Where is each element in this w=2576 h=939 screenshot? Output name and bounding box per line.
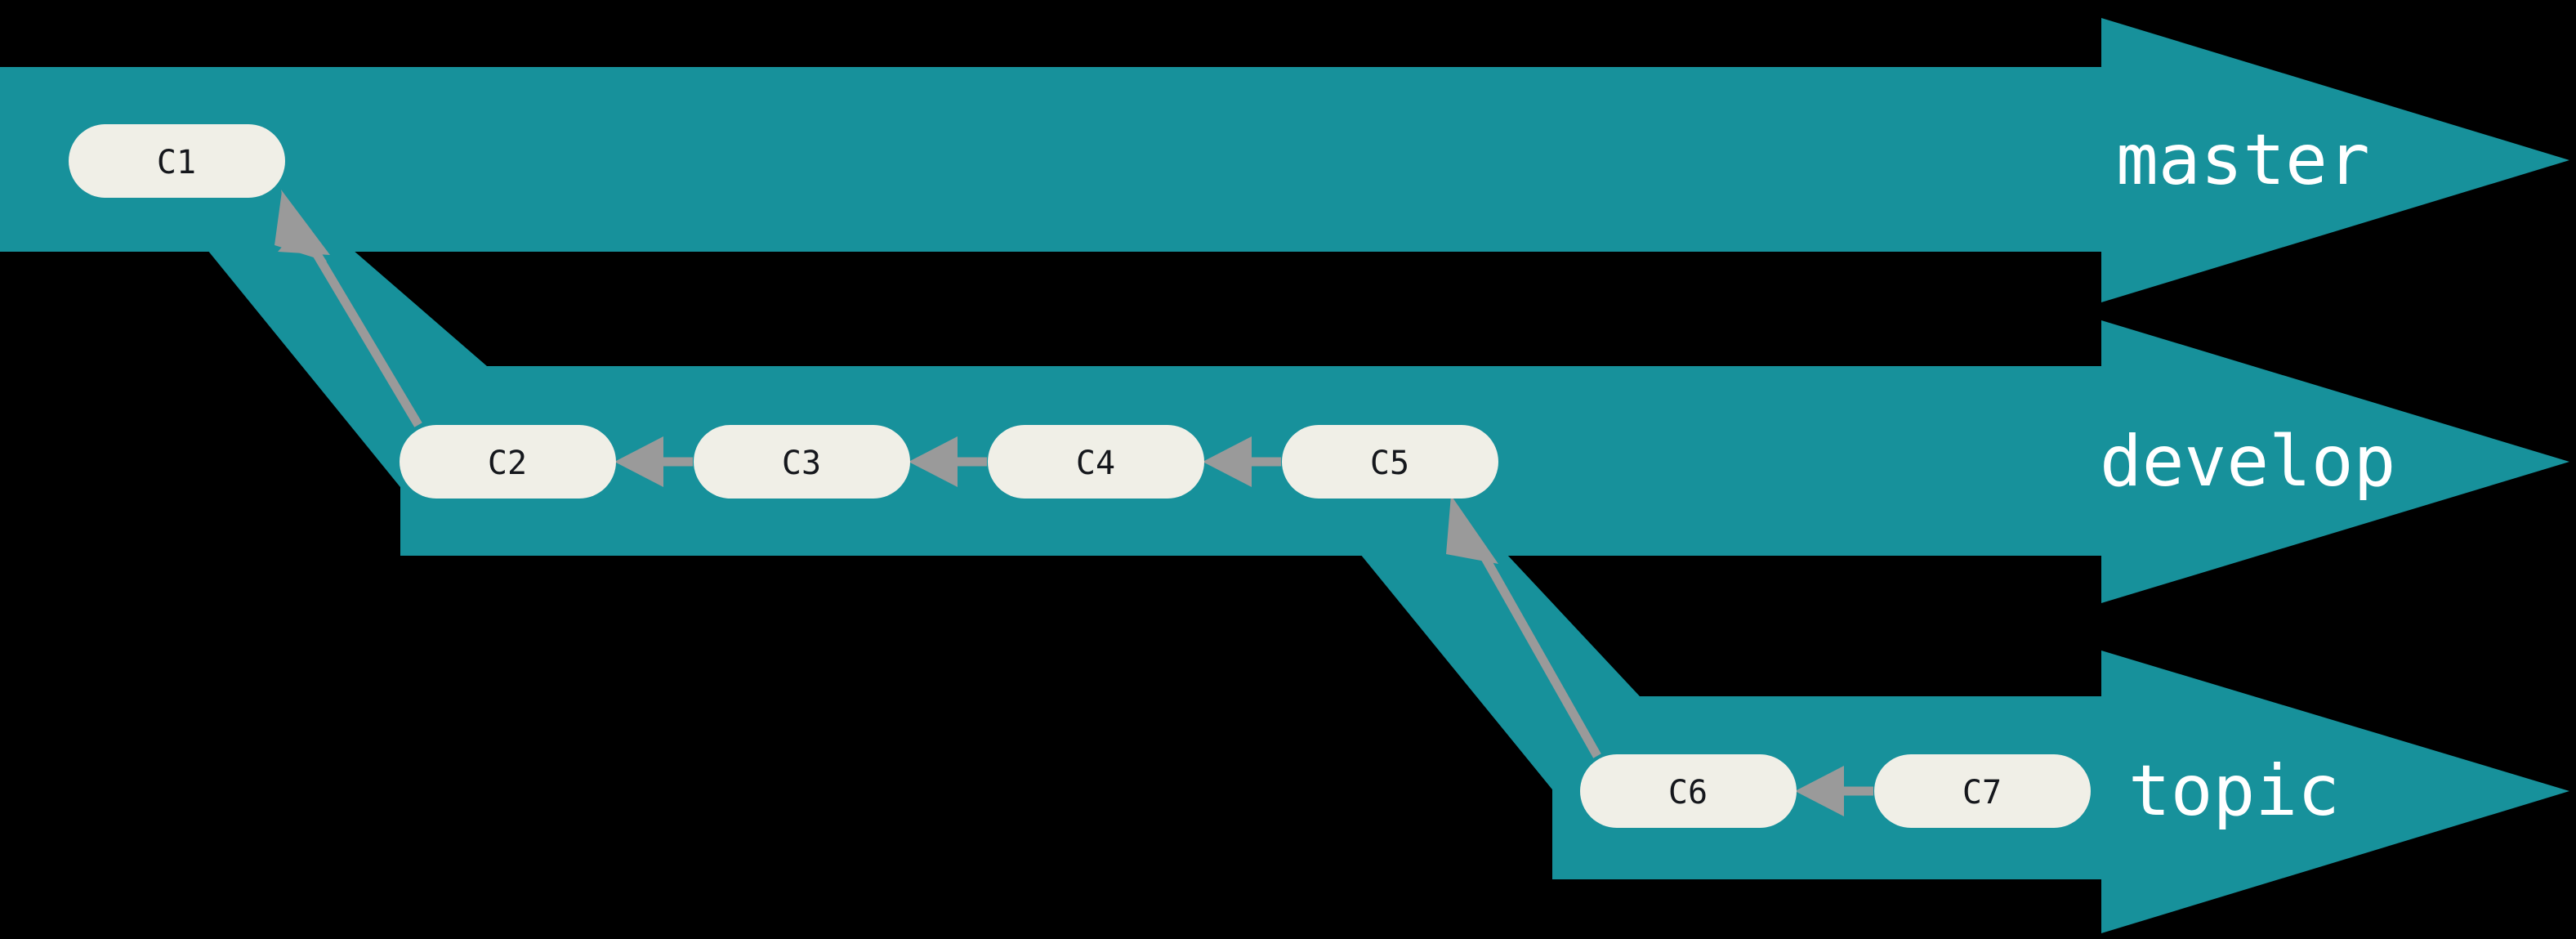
edge-c4-to-c3 bbox=[909, 436, 987, 487]
edge-c6-to-c5-arrowhead bbox=[1446, 495, 1498, 564]
commit-node-c5[interactable]: C5 bbox=[1282, 425, 1498, 499]
commit-node-c3-shape bbox=[694, 425, 910, 499]
commit-node-c1-shape bbox=[69, 124, 285, 198]
branch-label-topic: topic bbox=[2128, 750, 2340, 832]
commit-node-c3-label: C3 bbox=[782, 445, 821, 482]
branch-band-master-shape bbox=[0, 18, 2569, 302]
edge-c2-to-c1 bbox=[275, 190, 422, 427]
commit-node-c3[interactable]: C3 bbox=[694, 425, 910, 499]
edge-c5-to-c4-arrowhead bbox=[1203, 436, 1252, 487]
edge-c4-to-c3-arrowhead bbox=[909, 436, 958, 487]
branch-label-master: master bbox=[2116, 119, 2370, 201]
commit-node-c2-label: C2 bbox=[488, 445, 527, 482]
branch-band-master[interactable] bbox=[0, 18, 2569, 302]
commit-node-c1[interactable]: C1 bbox=[69, 124, 285, 198]
commit-node-c7[interactable]: C7 bbox=[1874, 754, 2091, 828]
edge-c7-to-c6 bbox=[1795, 766, 1873, 816]
commit-node-c4[interactable]: C4 bbox=[988, 425, 1204, 499]
commit-node-c4-label: C4 bbox=[1076, 445, 1115, 482]
commit-node-c5-label: C5 bbox=[1370, 445, 1409, 482]
edge-c2-to-c1-arrowhead-fill bbox=[275, 191, 327, 262]
commit-node-c1-label: C1 bbox=[157, 144, 196, 181]
branch-label-develop: develop bbox=[2100, 421, 2395, 503]
commit-node-c5-shape bbox=[1282, 425, 1498, 499]
edge-c6-to-c5 bbox=[1446, 495, 1601, 758]
commit-node-c6-shape bbox=[1580, 754, 1797, 828]
commit-node-c7-label: C7 bbox=[1962, 774, 2002, 812]
edge-c6-to-c5-line bbox=[1471, 537, 1601, 758]
edge-c3-to-c2-arrowhead bbox=[614, 436, 663, 487]
commit-node-c4-shape bbox=[988, 425, 1204, 499]
commit-node-c7-shape bbox=[1874, 754, 2091, 828]
edge-c7-to-c6-arrowhead bbox=[1795, 766, 1844, 816]
commit-node-c6[interactable]: C6 bbox=[1580, 754, 1797, 828]
branch-band-topic[interactable] bbox=[1362, 554, 2569, 933]
commit-node-c2[interactable]: C2 bbox=[400, 425, 616, 499]
edge-c2-to-c1-line bbox=[301, 233, 422, 427]
edge-c3-to-c2 bbox=[614, 436, 693, 487]
edge-c5-to-c4 bbox=[1203, 436, 1281, 487]
commit-node-c6-label: C6 bbox=[1668, 774, 1708, 812]
commit-node-c2-shape bbox=[400, 425, 616, 499]
